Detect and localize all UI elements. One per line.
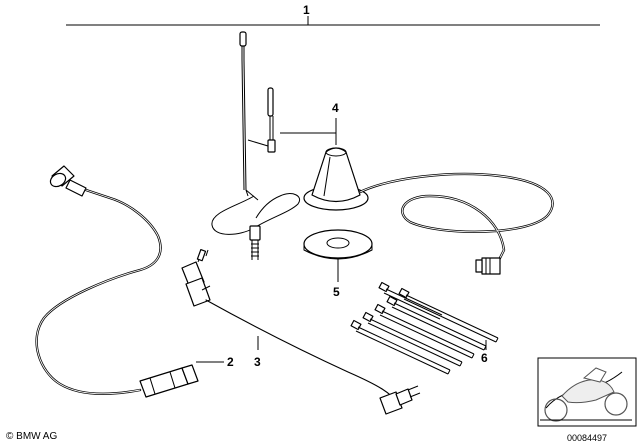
svg-text:5: 5 bbox=[333, 285, 340, 299]
callout-4: 4 bbox=[280, 101, 339, 145]
adapter-cable bbox=[181, 249, 421, 415]
rod-antenna bbox=[211, 31, 300, 260]
rubber-washer bbox=[303, 229, 373, 260]
callout-2: 2 bbox=[196, 355, 234, 369]
callout-1: 1 bbox=[66, 3, 600, 26]
callout-3: 3 bbox=[254, 336, 261, 369]
antenna-base bbox=[303, 147, 369, 211]
motorcycle-thumbnail bbox=[537, 357, 637, 427]
document-number: 00084497 bbox=[567, 433, 608, 443]
antenna-cable bbox=[358, 172, 554, 275]
svg-text:4: 4 bbox=[332, 101, 339, 115]
callout-6: 6 bbox=[481, 340, 488, 365]
cable-ties bbox=[350, 281, 499, 375]
svg-text:6: 6 bbox=[481, 351, 488, 365]
svg-text:1: 1 bbox=[303, 3, 310, 17]
extension-cable bbox=[35, 165, 199, 398]
copyright-text: © BMW AG bbox=[6, 431, 58, 442]
svg-text:2: 2 bbox=[227, 355, 234, 369]
callout-5: 5 bbox=[333, 258, 340, 299]
svg-text:3: 3 bbox=[254, 355, 261, 369]
